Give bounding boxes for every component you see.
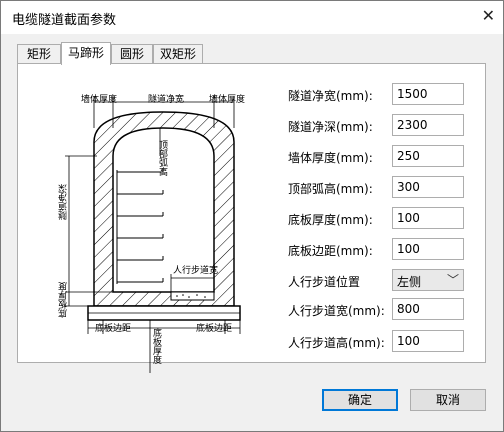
walkway-position-label: 人行步道位置 [288,275,361,289]
wall-thickness-input[interactable] [392,145,464,167]
window-title: 电缆隧道截面参数 [12,13,117,28]
slab-edge-label: 底板边距(mm): [288,244,373,258]
clear-depth-input[interactable] [392,114,464,136]
ok-button[interactable]: 确定 [322,389,398,411]
walkway-position-value: 左侧 [397,275,422,289]
walkway-width-input[interactable] [392,298,464,320]
slab-edge-input[interactable] [392,238,464,260]
tab-rectangle[interactable]: 矩形 [17,44,61,63]
label-clear-depth: 隧道净深 [59,184,69,220]
cross-section-diagram: 墙体厚度 隧道净宽 墙体厚度 顶部弧高 隧道净深 底板厚度 人行步道宽 底板边距… [47,88,247,373]
walkway-height-label: 人行步道高(mm): [288,336,385,350]
close-icon[interactable]: ✕ [481,6,495,25]
tab-horseshoe[interactable]: 马蹄形 [61,42,111,65]
label-wall-thickness-right: 墙体厚度 [209,95,246,105]
arch-height-input[interactable] [392,176,464,198]
clear-width-input[interactable] [392,83,464,105]
clear-width-label: 隧道净宽(mm): [288,89,373,103]
chevron-down-icon: ﹀ [446,273,459,287]
tab-double-rectangle[interactable]: 双矩形 [153,44,203,63]
walkway-width-label: 人行步道宽(mm): [288,304,385,318]
walkway-position-select[interactable]: 左侧 ﹀ [392,269,464,291]
walkway-height-input[interactable] [392,330,464,352]
label-slab-edge-left: 底板边距 [95,324,132,334]
label-clear-width: 隧道净宽 [148,95,185,105]
label-walkway-width: 人行步道宽 [173,266,219,276]
label-base-thickness: 底板厚度 [151,328,161,364]
cross-section-drawing [65,96,241,373]
wall-thickness-label: 墙体厚度(mm): [288,151,373,165]
floor-thickness-label: 底板厚度(mm): [288,213,373,227]
label-arch-height: 顶部弧高 [157,140,167,176]
label-floor-thickness: 底板厚度 [59,282,69,318]
arch-height-label: 顶部弧高(mm): [288,182,373,196]
cancel-button[interactable]: 取消 [410,389,486,411]
title-bar: 电缆隧道截面参数 ✕ [1,1,503,34]
label-wall-thickness-left: 墙体厚度 [81,95,118,105]
label-slab-edge-right: 底板边距 [196,324,233,334]
tab-circle[interactable]: 圆形 [111,44,153,63]
clear-depth-label: 隧道净深(mm): [288,120,373,134]
floor-thickness-input[interactable] [392,207,464,229]
